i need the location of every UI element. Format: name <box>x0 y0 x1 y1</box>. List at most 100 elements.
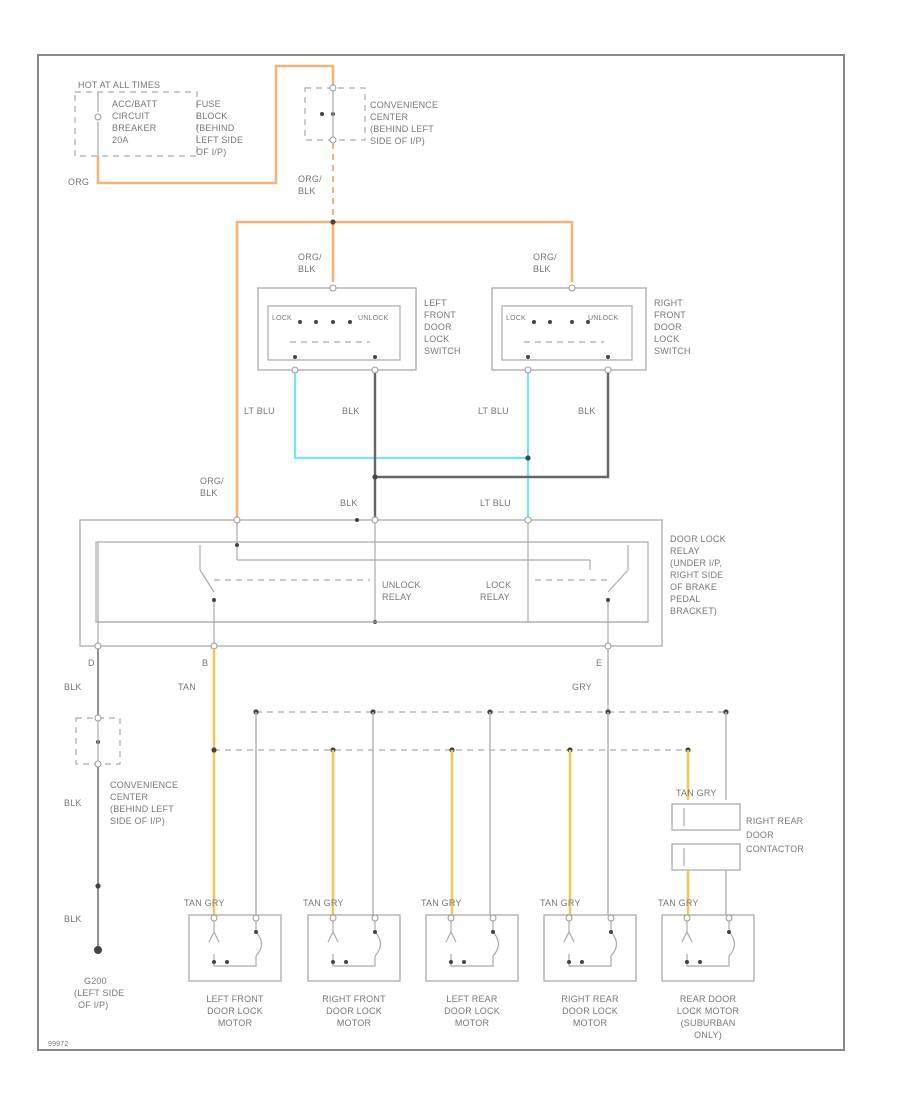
conv-bottom-2: CENTER <box>110 792 149 802</box>
conv-top-4: SIDE OF I/P) <box>370 136 425 146</box>
motor-box <box>307 914 401 982</box>
conv-bottom-4: SIDE OF I/P) <box>110 816 165 826</box>
motor-label-line: DOOR LOCK <box>326 1006 382 1016</box>
fuse-label-1: ACC/BATT <box>112 99 158 109</box>
motor-box <box>543 914 637 982</box>
rf-switch-lock: LOCK <box>506 315 526 322</box>
ltblu-wire-left <box>293 373 528 460</box>
motor-label-line: MOTOR <box>455 1018 490 1028</box>
lf-switch-unlock: UNLOCK <box>358 315 389 322</box>
relay-desc-6: PEDAL <box>670 594 701 604</box>
motor-label-line: LOCK MOTOR <box>677 1006 740 1016</box>
g200-1: G200 <box>84 976 107 986</box>
fuse-desc-1: FUSE <box>196 99 221 109</box>
orgblk-relay-2: BLK <box>200 488 218 498</box>
relay-desc-4: RIGHT SIDE <box>670 570 723 580</box>
org-wire <box>96 64 335 185</box>
contactor-name-1: RIGHT REAR <box>746 816 804 826</box>
fuse-desc-3: (BEHIND <box>196 123 235 133</box>
contactor-lower <box>671 843 741 871</box>
lf-switch-name-3: DOOR <box>424 322 452 332</box>
door-lock-motor-3: LEFT REAR DOOR LOCK MOTOR <box>425 914 519 1028</box>
rf-switch-name-1: RIGHT <box>654 298 683 308</box>
motor-box <box>661 914 755 982</box>
unlock-relay-2: RELAY <box>382 592 412 602</box>
fuse-block: HOT AT ALL TIMES ACC/BATT CIRCUIT BREAKE… <box>74 80 243 157</box>
contactor-tan-gry-label: TAN GRY <box>676 788 717 798</box>
relay-desc-5: OF BRAKE <box>670 582 717 592</box>
relay-outer <box>79 519 663 647</box>
fuse-label-3: BREAKER <box>112 123 157 133</box>
pin-d: D <box>88 658 95 668</box>
fuse-label-4: 20A <box>112 135 129 145</box>
relay-desc-7: BRACKET) <box>670 606 717 616</box>
conv-top-2: CENTER <box>370 112 409 122</box>
unlock-relay-1: UNLOCK <box>382 580 421 590</box>
contactor-upper <box>671 803 741 831</box>
ground-g200 <box>94 946 102 954</box>
orgblk-relay-1: ORG/ <box>200 476 224 486</box>
orgblk-label-top-2: BLK <box>298 186 316 196</box>
blk-ground-label-2: BLK <box>64 798 82 808</box>
right-rear-door-contactor: RIGHT REAR DOOR CONTACTOR <box>671 803 804 871</box>
rf-switch-name-4: LOCK <box>654 334 679 344</box>
door-lock-relay: UNLOCK RELAY LOCK RELAY DOOR LOCK RELAY … <box>79 516 726 650</box>
g200-3: OF I/P) <box>78 1000 108 1010</box>
motor-label-line: LEFT REAR <box>446 994 497 1004</box>
left-front-door-lock-switch: LOCK UNLOCK LEFT FRONT DOOR LOCK SWITCH <box>257 284 461 374</box>
motor-label-line: DOOR LOCK <box>444 1006 500 1016</box>
rf-switch-name-3: DOOR <box>654 322 682 332</box>
orgblk-lf-2: BLK <box>298 264 316 274</box>
relay-desc-2: RELAY <box>670 546 700 556</box>
ltblu-label-left: LT BLU <box>244 406 275 416</box>
motor-box <box>425 914 519 982</box>
diagram-border <box>37 54 845 1051</box>
lf-switch-name-1: LEFT <box>424 298 447 308</box>
lf-switch-name-5: SWITCH <box>424 346 461 356</box>
pin-e: E <box>596 658 602 668</box>
lf-switch-name-2: FRONT <box>424 310 456 320</box>
tan-main-label: TAN <box>178 682 196 692</box>
right-front-door-lock-switch: LOCK UNLOCK RIGHT FRONT DOOR LOCK SWITCH <box>491 284 691 374</box>
lf-switch-name-4: LOCK <box>424 334 449 344</box>
blk-ground-label-3: BLK <box>64 914 82 924</box>
blk-label-left: BLK <box>342 406 360 416</box>
motor-label-line: RIGHT FRONT <box>322 994 386 1004</box>
orgblk-bus <box>235 220 574 520</box>
blk-wire-right <box>375 373 610 479</box>
pin-b: B <box>202 658 208 668</box>
contactor-name-3: CONTACTOR <box>746 844 804 854</box>
lf-switch-lock: LOCK <box>272 315 292 322</box>
conv-bottom-1: CONVENIENCE <box>110 780 178 790</box>
g200-2: (LEFT SIDE <box>74 988 124 998</box>
motor-label-line: MOTOR <box>337 1018 372 1028</box>
blk-relay-label: BLK <box>340 498 358 508</box>
motor-label-line: RIGHT REAR <box>561 994 619 1004</box>
convenience-center-top: CONVENIENCE CENTER (BEHIND LEFT SIDE OF … <box>304 84 438 146</box>
ltblu-label-right: LT BLU <box>478 406 509 416</box>
motor-label-line: DOOR LOCK <box>562 1006 618 1016</box>
conv-bottom-3: (BEHIND LEFT <box>110 804 174 814</box>
convenience-center-top-outline <box>304 87 366 141</box>
lf-switch-outline <box>257 287 417 371</box>
ltblu-relay-label: LT BLU <box>480 498 511 508</box>
motor5-wire-label: TAN GRY <box>658 898 699 908</box>
lock-relay-1: LOCK <box>486 580 511 590</box>
fuse-block-outline <box>74 91 198 157</box>
fuse-desc-4: LEFT SIDE <box>196 135 243 145</box>
motor1-wire-label: TAN GRY <box>184 898 225 908</box>
motor-label-line: ONLY) <box>694 1030 722 1040</box>
org-wire-label: ORG <box>68 177 89 187</box>
hot-at-all-times-label: HOT AT ALL TIMES <box>78 80 160 90</box>
motor4-wire-label: TAN GRY <box>540 898 581 908</box>
blk-ground-label-1: BLK <box>64 682 82 692</box>
fuse-desc-2: BLOCK <box>196 111 228 121</box>
relay-desc-1: DOOR LOCK <box>670 534 726 544</box>
convenience-center-bottom: CONVENIENCE CENTER (BEHIND LEFT SIDE OF … <box>75 714 178 826</box>
conv-top-1: CONVENIENCE <box>370 100 438 110</box>
door-lock-motor-2: RIGHT FRONT DOOR LOCK MOTOR <box>307 914 401 1028</box>
gry-main-label: GRY <box>572 682 592 692</box>
motor-label-line: MOTOR <box>218 1018 253 1028</box>
